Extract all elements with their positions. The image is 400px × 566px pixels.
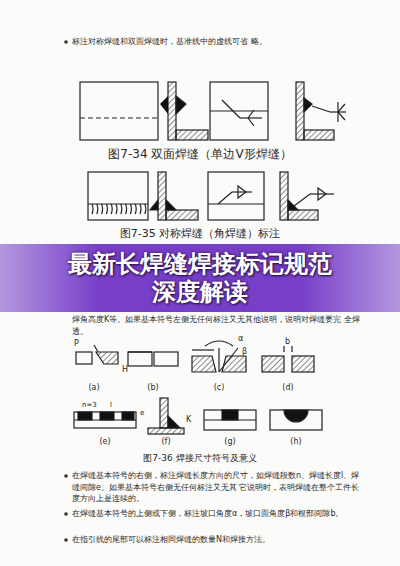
figure-caption: 图7-35 对称焊缝（角焊缝）标注 bbox=[104, 226, 296, 242]
note-text: 在焊缝基本符号的右侧，标注焊缝长度方向的尺寸，如焊缝段数n、焊缝长度l、焊缝间隙… bbox=[72, 470, 364, 505]
panel-label: (b) bbox=[143, 382, 163, 394]
panel-label: (d) bbox=[278, 382, 298, 394]
note-text: 在指引线的尾部可以标注相同焊缝的数量N和焊接方法。 bbox=[72, 534, 364, 546]
panel-label: (h) bbox=[286, 436, 306, 448]
dimension-symbol: n=3 bbox=[82, 400, 97, 410]
note-text: 标注对称焊缝和双面焊缝时，基准线中的虚线可省 略。 bbox=[72, 36, 312, 48]
dimension-symbol: P bbox=[74, 338, 79, 350]
banner-title: 最新长焊缝焊接标记规范深度解读 bbox=[65, 251, 335, 306]
figure-caption: 图7-36 焊接尺寸符号及意义 bbox=[110, 452, 290, 465]
dimension-symbol: K bbox=[186, 414, 191, 426]
title-band: 最新长焊缝焊接标记规范深度解读 bbox=[0, 244, 400, 312]
dimension-symbol: l bbox=[110, 400, 112, 410]
dimension-symbol: α bbox=[238, 333, 243, 345]
dimension-symbol: β bbox=[242, 346, 247, 358]
panel-label: (f) bbox=[156, 436, 176, 448]
note-text: 在焊缝基本符号的上侧或下侧，标注坡口角度α，坡口面角度β和根部间隙b。 bbox=[72, 508, 364, 520]
note-text: 焊角高度K等。如果基本符号左侧无任何标注又无其他说明，说明对焊缝要完 全焊透。 bbox=[72, 314, 360, 337]
panel-label: (c) bbox=[209, 382, 229, 394]
dimension-symbol: b bbox=[285, 336, 290, 348]
figure-caption: 图7-34 双面焊缝（单边V形焊缝） bbox=[96, 146, 304, 163]
panel-label: (e) bbox=[95, 436, 115, 448]
panel-label: (g) bbox=[220, 436, 240, 448]
panel-label: (a) bbox=[84, 382, 104, 394]
dimension-symbol: H bbox=[122, 364, 128, 376]
dimension-symbol: e bbox=[140, 408, 144, 418]
